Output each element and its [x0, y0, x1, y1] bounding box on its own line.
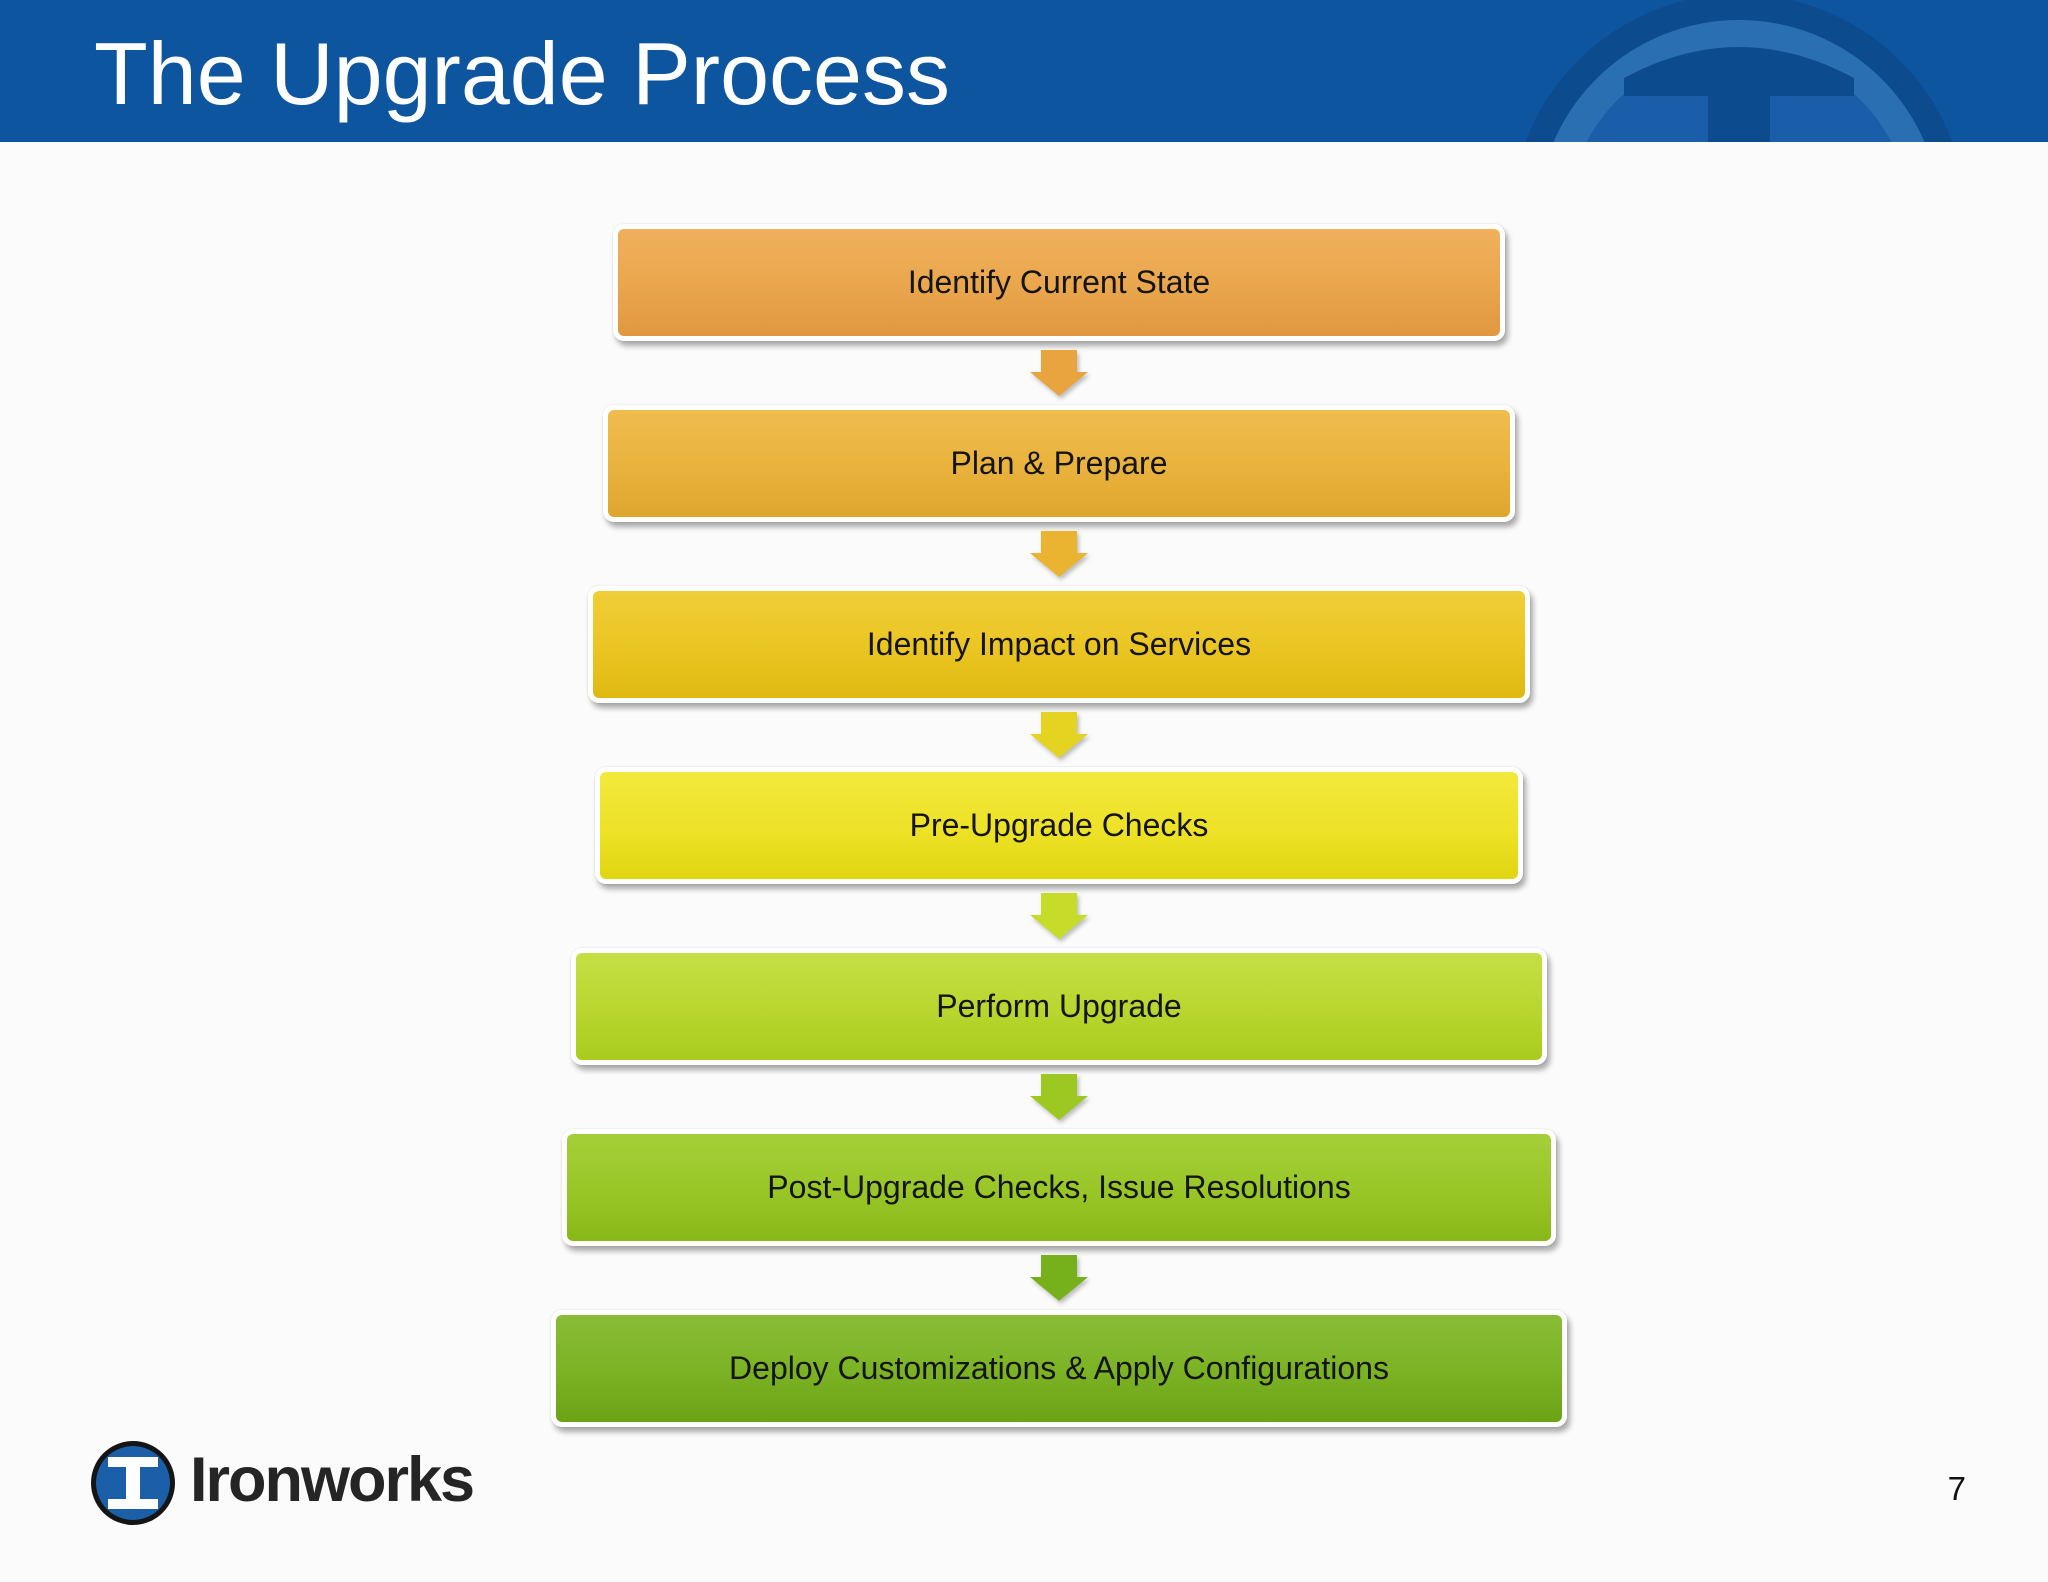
down-arrow	[1029, 1065, 1089, 1129]
process-step: Deploy Customizations & Apply Configurat…	[551, 1310, 1567, 1427]
process-diagram: Identify Current State Plan & Prepare Id…	[539, 224, 1579, 1427]
down-arrow	[1029, 1246, 1089, 1310]
page-number: 7	[1947, 1470, 1966, 1507]
process-step: Identify Impact on Services	[588, 586, 1530, 767]
ironworks-logo: Ironworks	[90, 1440, 475, 1526]
process-step: Plan & Prepare	[603, 405, 1515, 586]
process-step-box: Perform Upgrade	[571, 948, 1547, 1065]
process-step-label: Post-Upgrade Checks, Issue Resolutions	[767, 1169, 1351, 1205]
process-step-label: Identify Impact on Services	[866, 626, 1252, 662]
ironworks-logo-text: Ironworks	[190, 1444, 475, 1515]
down-arrow	[1029, 522, 1089, 586]
process-step: Post-Upgrade Checks, Issue Resolutions	[562, 1129, 1556, 1310]
process-step-box: Post-Upgrade Checks, Issue Resolutions	[562, 1129, 1556, 1246]
down-arrow	[1029, 341, 1089, 405]
process-step: Perform Upgrade	[571, 948, 1547, 1129]
process-step-label: Pre-Upgrade Checks	[909, 807, 1209, 843]
down-arrow-icon	[1030, 1255, 1088, 1301]
ironworks-watermark-icon	[1525, 0, 1953, 142]
down-arrow-icon	[1030, 893, 1088, 939]
process-step-box: Identify Current State	[613, 224, 1505, 341]
process-step-box: Pre-Upgrade Checks	[595, 767, 1523, 884]
down-arrow	[1029, 703, 1089, 767]
down-arrow-icon	[1030, 1074, 1088, 1120]
process-step: Pre-Upgrade Checks	[595, 767, 1523, 948]
process-step-label: Deploy Customizations & Apply Configurat…	[729, 1350, 1389, 1386]
process-step-box: Plan & Prepare	[603, 405, 1515, 522]
process-step-label: Plan & Prepare	[950, 445, 1168, 481]
slide-title: The Upgrade Process	[94, 24, 950, 123]
process-step: Identify Current State	[613, 224, 1505, 405]
process-step-label: Identify Current State	[907, 264, 1211, 300]
down-arrow	[1029, 884, 1089, 948]
ironworks-circle-i-icon	[91, 1441, 175, 1525]
down-arrow-icon	[1030, 712, 1088, 758]
process-step-box: Deploy Customizations & Apply Configurat…	[551, 1310, 1567, 1427]
down-arrow-icon	[1030, 350, 1088, 396]
process-step-box: Identify Impact on Services	[588, 586, 1530, 703]
process-step-label: Perform Upgrade	[936, 988, 1182, 1024]
slide-header: The Upgrade Process	[0, 0, 2048, 142]
down-arrow-icon	[1030, 531, 1088, 577]
